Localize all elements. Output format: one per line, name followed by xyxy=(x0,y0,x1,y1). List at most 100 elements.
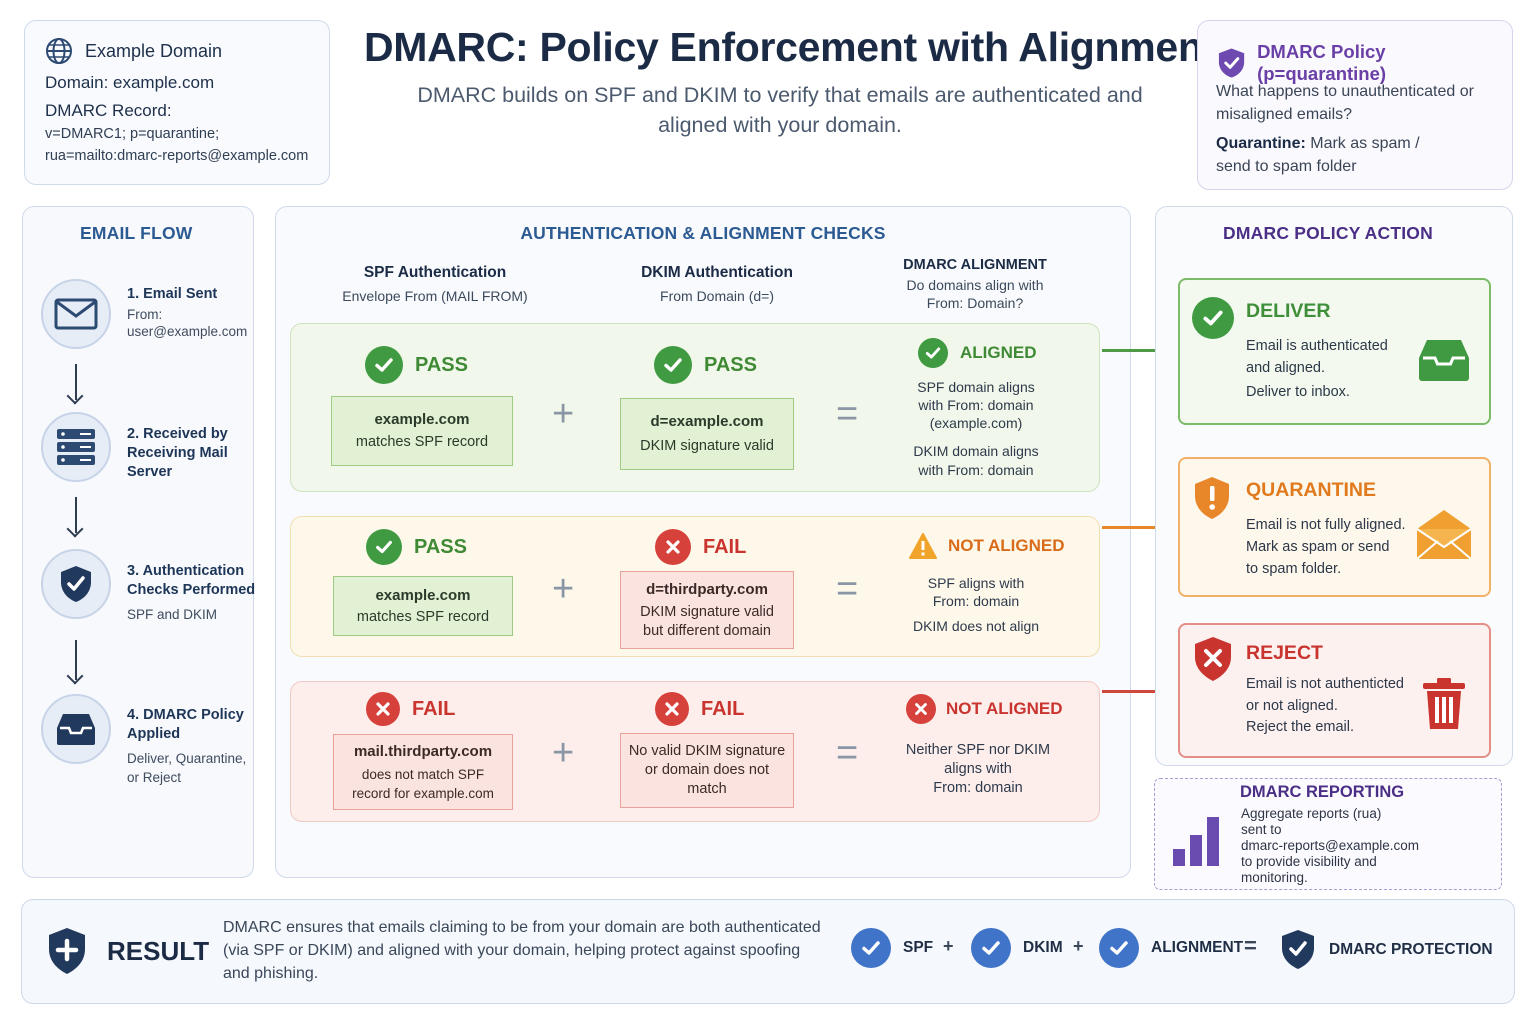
inbox-icon xyxy=(57,714,95,745)
alignment-column-sub1: Do domains align with xyxy=(906,277,1044,293)
row3-align-text1: Neither SPF nor DKIM xyxy=(905,742,1051,758)
row2-dkim-box: d=thirdparty.com DKIM signature valid bu… xyxy=(620,571,794,649)
x-icon xyxy=(366,692,400,726)
reject-title: REJECT xyxy=(1246,642,1323,664)
reporting-title: DMARC REPORTING xyxy=(1240,783,1405,801)
step-2-circle xyxy=(41,412,111,482)
flow-arrow-1 xyxy=(75,364,77,400)
row2-dkim-status-label: FAIL xyxy=(703,535,747,558)
check-icon xyxy=(1099,928,1139,968)
reporting-text3: dmarc-reports@example.com xyxy=(1241,838,1420,853)
reject-text1: Email is not authenticted xyxy=(1246,676,1404,692)
result-alignment: ALIGNMENT xyxy=(1099,928,1243,968)
step-1-sub1: From: xyxy=(127,307,163,322)
dmarc-reporting-card: DMARC REPORTING Aggregate reports (rua) … xyxy=(1154,778,1502,890)
row3-spf-box-line1: mail.thirdparty.com xyxy=(353,742,493,760)
row2-equals: = xyxy=(836,568,859,610)
step-3-sub: SPF and DKIM xyxy=(127,607,218,622)
row2-align-status-label: NOT ALIGNED xyxy=(948,536,1065,555)
page-title: DMARC: Policy Enforcement with Alignment xyxy=(363,24,1217,70)
row2-align-text1: SPF aligns with xyxy=(927,575,1025,591)
row1-equals: = xyxy=(836,393,859,435)
shield-check-icon xyxy=(1218,48,1245,78)
dmarc-record-line2: rua=mailto:dmarc-reports@example.com xyxy=(45,148,309,164)
row1-align-text4: DKIM domain aligns xyxy=(913,443,1039,459)
envelope-icon xyxy=(54,298,98,330)
row3-align-status: NOT ALIGNED xyxy=(906,694,1062,724)
domain-line: Domain: example.com xyxy=(45,73,215,92)
result-bar: RESULT DMARC ensures that emails claimin… xyxy=(21,899,1515,1004)
alignment-column-sub2: From: Domain? xyxy=(926,295,1024,311)
row1-spf-box: example.com matches SPF record xyxy=(331,396,513,466)
row2-align-status: NOT ALIGNED xyxy=(908,532,1064,560)
deliver-text3: Deliver to inbox. xyxy=(1246,384,1350,400)
step-4-title-1: 4. DMARC Policy xyxy=(127,707,244,723)
x-icon xyxy=(906,694,936,724)
row3-spf-status-label: FAIL xyxy=(412,697,456,720)
quarantine-title: QUARANTINE xyxy=(1246,479,1376,501)
trash-icon xyxy=(1423,678,1465,729)
row3-spf-box: mail.thirdparty.com does not match SPF r… xyxy=(333,734,513,810)
row2-dkim-box-line1: d=thirdparty.com xyxy=(646,580,768,598)
row1-align-status-label: ALIGNED xyxy=(960,343,1037,362)
row3-dkim-box-line2: or domain does not xyxy=(644,762,770,778)
step-1-sub2: user@example.com xyxy=(127,324,248,339)
row3-equals: = xyxy=(836,732,859,774)
step-4-title-2: Applied xyxy=(127,726,181,742)
shield-plus-icon xyxy=(49,928,85,974)
reporting-text5: monitoring. xyxy=(1241,870,1308,885)
dkim-column-sub: From Domain (d=) xyxy=(660,288,774,304)
row3-dkim-box-line3: match xyxy=(687,781,727,797)
row1-dkim-status-label: PASS xyxy=(704,353,757,376)
row3-dkim-status: FAIL xyxy=(655,692,744,726)
row3-spf-status: FAIL xyxy=(366,692,455,726)
flow-arrow-2 xyxy=(75,497,77,533)
bar-chart-icon xyxy=(1173,817,1219,866)
reject-text3: Reject the email. xyxy=(1246,719,1354,735)
reporting-text: Aggregate reports (rua) sent to dmarc-re… xyxy=(1241,806,1419,886)
checks-title: AUTHENTICATION & ALIGNMENT CHECKS xyxy=(520,223,886,243)
row1-spf-status-label: PASS xyxy=(415,353,468,376)
dmarc-record-line1: v=DMARC1; p=quarantine; xyxy=(45,126,220,142)
shield-x-icon xyxy=(1195,637,1231,681)
policy-card-header: DMARC Policy (p=quarantine) xyxy=(1216,41,1512,85)
row3-dkim-status-label: FAIL xyxy=(701,697,745,720)
row3-align-status-label: NOT ALIGNED xyxy=(946,699,1063,718)
policy-answer-text: Mark as spam / send to spam folder xyxy=(1216,135,1420,175)
reject-text2: or not aligned. xyxy=(1246,698,1338,714)
result-dkim: DKIM xyxy=(971,928,1063,968)
check-icon xyxy=(1192,297,1234,339)
quarantine-text1: Email is not fully aligned. xyxy=(1246,517,1406,533)
check-icon xyxy=(918,338,948,368)
result-spf-label: SPF xyxy=(903,939,934,956)
dkim-column-title: DKIM Authentication xyxy=(641,264,793,281)
result-plus-2: + xyxy=(1073,936,1084,956)
row2-align-text2: From: domain xyxy=(932,593,1020,609)
dmarc-policy-card: DMARC Policy (p=quarantine) What happens… xyxy=(1197,20,1513,190)
step-4-sub1: Deliver, Quarantine, xyxy=(127,751,247,766)
deliver-title: DELIVER xyxy=(1246,300,1331,322)
shield-check-icon xyxy=(1282,930,1314,969)
row1-align-status: ALIGNED xyxy=(918,338,1037,368)
row1-spf-box-line2: matches SPF record xyxy=(355,434,489,450)
check-icon xyxy=(654,346,692,384)
step-3-title-1: 3. Authentication xyxy=(127,563,245,579)
action-deliver-card: DELIVER Email is authenticated and align… xyxy=(1178,278,1491,425)
reporting-text4: to provide visibility and xyxy=(1241,854,1377,869)
check-icon xyxy=(365,346,403,384)
check-icon xyxy=(851,928,891,968)
page-subtitle: DMARC builds on SPF and DKIM to verify t… xyxy=(417,83,1143,137)
policy-question: What happens to unauthenticated or misal… xyxy=(1216,83,1474,123)
row2-plus: + xyxy=(552,568,575,610)
row1-plus: + xyxy=(552,393,575,435)
row1-align-text5: with From: domain xyxy=(918,462,1034,478)
row1-dkim-box: d=example.com DKIM signature valid xyxy=(620,398,794,470)
spf-column-title: SPF Authentication xyxy=(363,264,507,281)
result-protection-label: DMARC PROTECTION xyxy=(1329,941,1493,958)
row2-dkim-box-line3: but different domain xyxy=(643,622,771,639)
row3-dkim-box: No valid DKIM signature or domain does n… xyxy=(620,733,794,808)
row3-spf-box-line3: record for example.com xyxy=(352,785,494,801)
step-4-sub2: or Reject xyxy=(127,770,182,785)
row2-dkim-status: FAIL xyxy=(655,529,746,565)
row1-align-text1: SPF domain aligns xyxy=(917,379,1035,395)
